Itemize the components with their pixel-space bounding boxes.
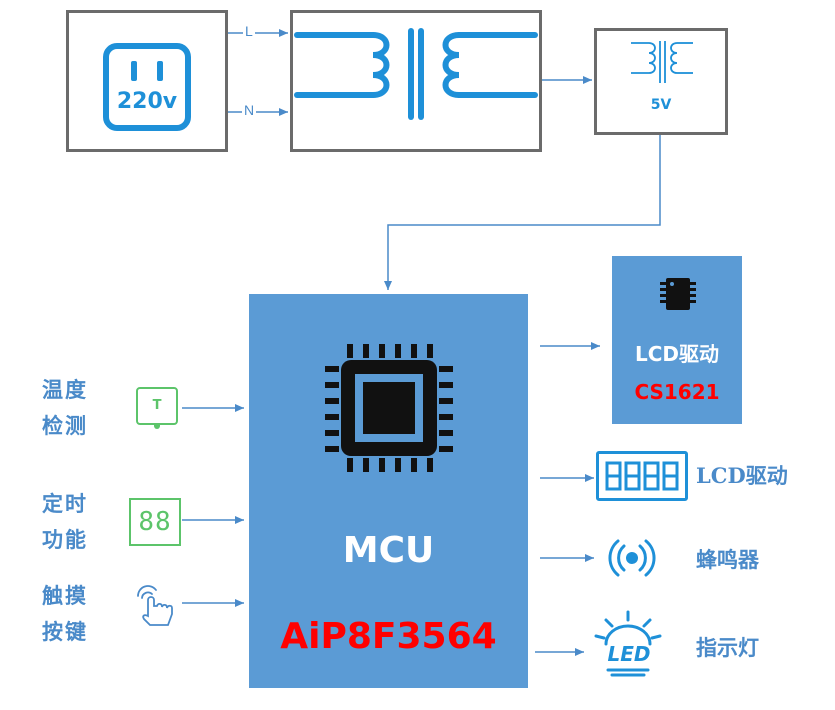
lcd-driver-part-number: CS1621 bbox=[634, 380, 720, 404]
timer-display-digits: 88 bbox=[138, 507, 172, 537]
lcd-digits bbox=[605, 461, 679, 491]
mcu-part-number: AiP8F3564 bbox=[280, 616, 497, 657]
temperature-label-line2: 检测 bbox=[42, 413, 88, 438]
timer-label-line1: 定时 bbox=[42, 491, 88, 516]
indicator-label: 指示灯 bbox=[696, 635, 759, 660]
timer-label: 定时 功能 bbox=[42, 486, 88, 558]
temperature-label: 温度 检测 bbox=[42, 372, 88, 444]
socket-icon: 220v bbox=[103, 43, 191, 131]
timer-display-icon: 88 bbox=[129, 498, 181, 546]
regulator-label: 5V bbox=[650, 97, 672, 113]
thermometer-icon: T bbox=[136, 387, 178, 429]
lcd-driver-title: LCD驱动 bbox=[634, 342, 720, 366]
temperature-label-line1: 温度 bbox=[42, 377, 88, 402]
touch-label-line2: 按键 bbox=[42, 619, 88, 644]
touch-hand-icon bbox=[137, 585, 173, 626]
led-text: LED bbox=[607, 642, 651, 666]
transformer-icon bbox=[631, 41, 693, 83]
temp-symbol: T bbox=[152, 398, 162, 413]
chip-icon bbox=[325, 344, 453, 472]
lcd-output-label: LCD驱动 bbox=[696, 463, 788, 488]
5v-to-mcu-arrow bbox=[384, 135, 661, 290]
mcu-box: MCU AiP8F3564 bbox=[249, 294, 528, 688]
power-socket-box: 220v bbox=[66, 10, 228, 152]
socket-voltage-label: 220v bbox=[116, 89, 178, 114]
buzzer-icon bbox=[608, 539, 656, 577]
led-icon bbox=[594, 610, 662, 677]
line-n-label: N bbox=[242, 102, 257, 118]
small-chip-icon bbox=[660, 278, 696, 310]
emi-filter-box bbox=[290, 10, 542, 152]
lcd-display-icon bbox=[596, 451, 688, 501]
lcd-driver-box: LCD驱动 CS1621 bbox=[612, 256, 742, 424]
regulator-5v-box: 5V bbox=[594, 28, 728, 135]
buzzer-label: 蜂鸣器 bbox=[696, 547, 759, 572]
filter-coil-icon bbox=[294, 28, 538, 120]
timer-label-line2: 功能 bbox=[42, 527, 88, 552]
touch-label: 触摸 按键 bbox=[42, 578, 88, 650]
mcu-title: MCU bbox=[342, 530, 435, 571]
touch-label-line1: 触摸 bbox=[42, 583, 88, 608]
line-l-label: L bbox=[243, 23, 255, 39]
